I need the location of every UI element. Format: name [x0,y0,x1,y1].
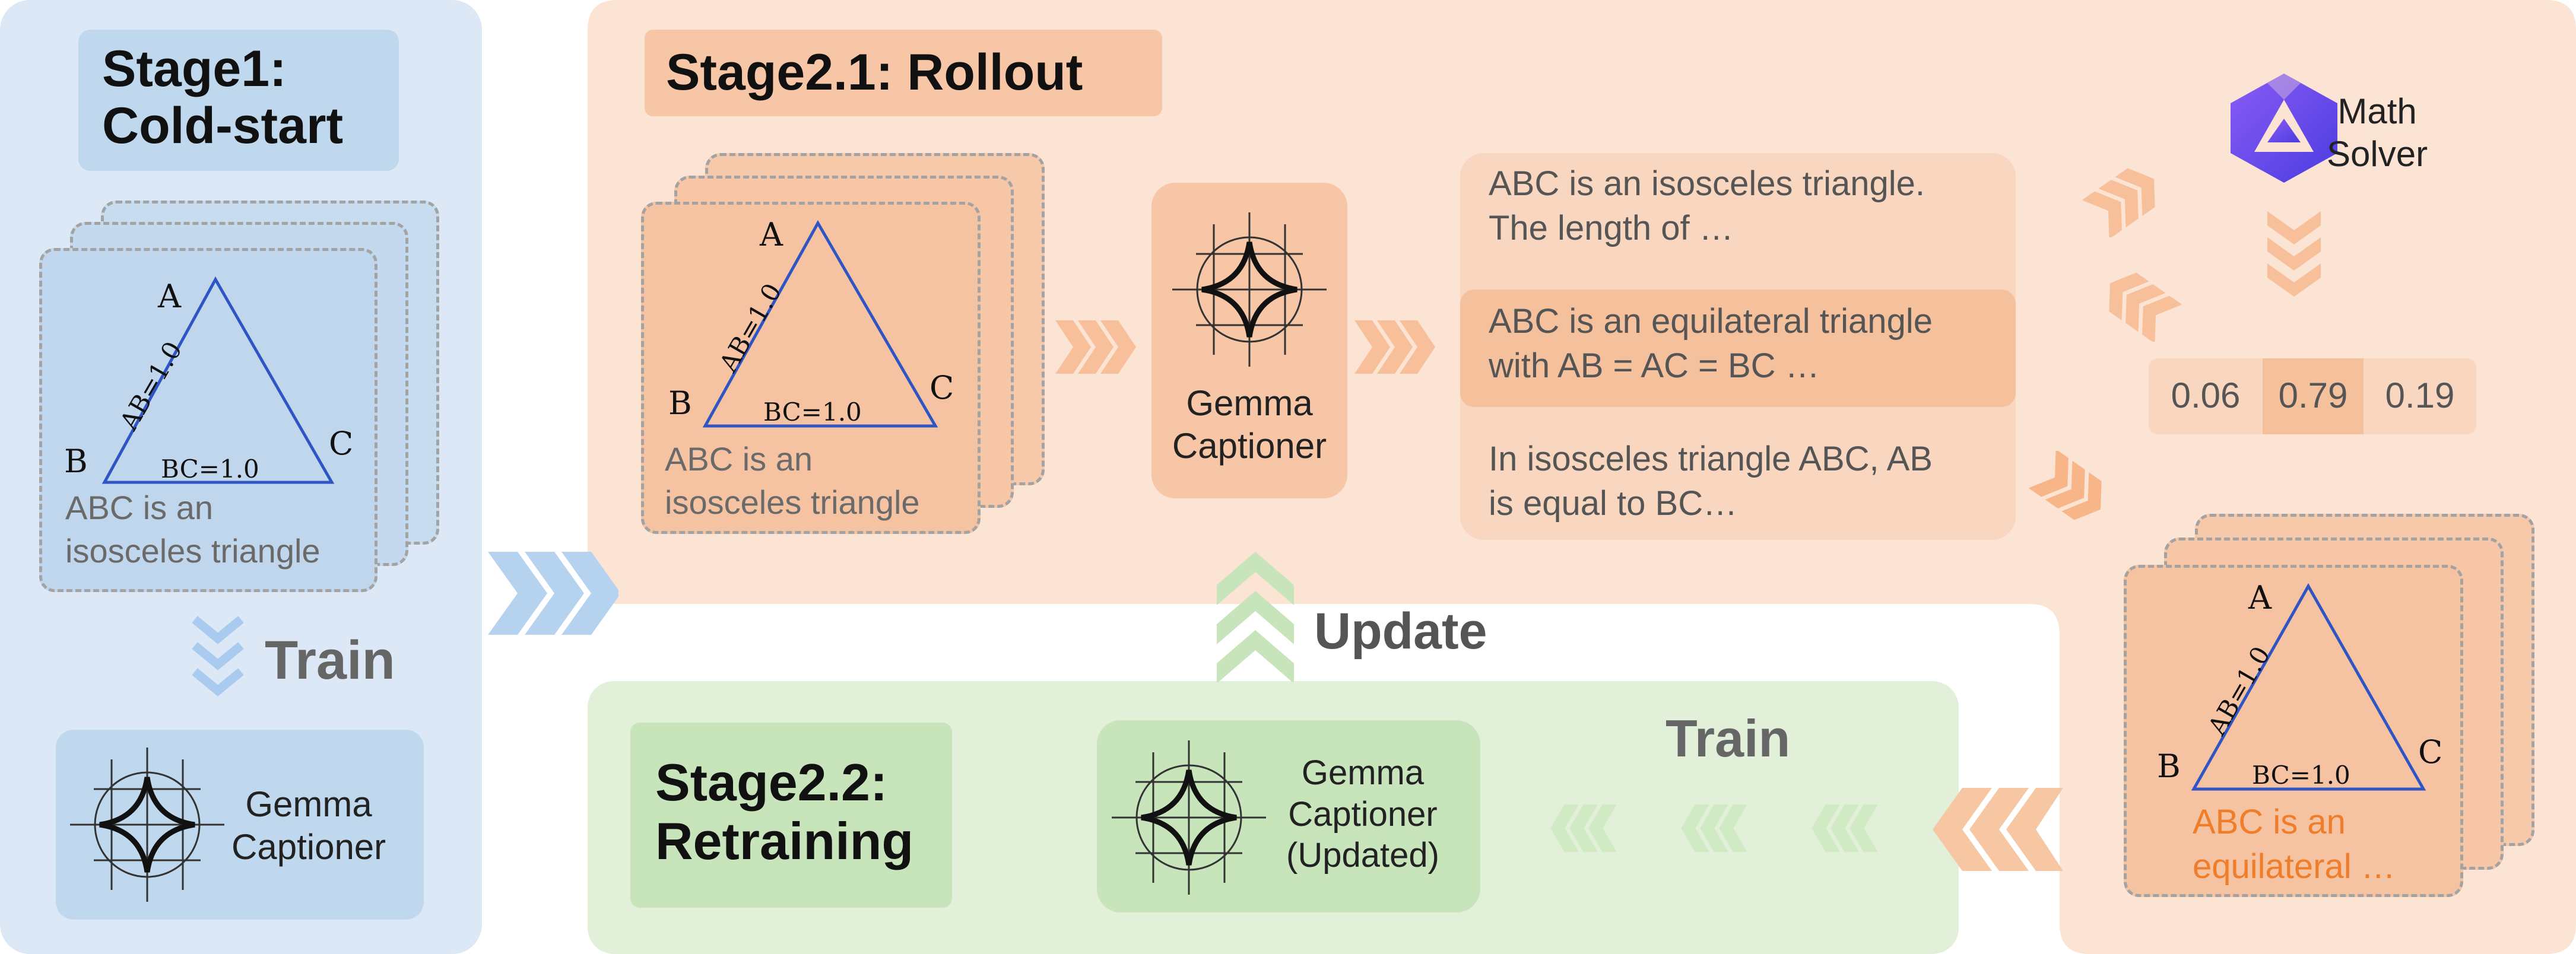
side-bc-label: BC=1.0 [2252,761,2350,790]
stage1-model-label: Gemma Captioner [231,784,386,867]
stage21-title: Stage2.1: Rollout [666,44,1083,101]
selected-to-retrain-chevrons [1933,788,2063,871]
vertex-c-label: C [929,369,954,406]
vertex-b-label: B [64,443,88,480]
stage21-caption: ABC is an isosceles triangle [665,440,920,521]
stage21-model-label: Gemma Captioner [1172,383,1327,466]
side-ab-label: AB=1.0 [114,336,188,435]
stage1-train-label: Train [265,630,395,691]
side-bc-label: BC=1.0 [763,398,862,427]
stage21-triangle-figure: A B C AB=1.0 BC=1.0 [668,216,954,428]
gemma-logo-icon [1112,740,1266,895]
gemma-logo-icon [70,748,224,902]
vertex-c-label: C [329,425,353,462]
selected-card-front [2124,565,2463,897]
score-highlight [2263,358,2364,434]
stage22-model-box [1097,720,1480,912]
side-ab-label: AB=1.0 [2202,641,2276,740]
solver-to-scores-chevrons [2267,211,2321,297]
scores-to-rollouts-chevrons [2109,272,2182,342]
triangle-shape [702,220,938,428]
vertex-a-label: A [2248,579,2272,616]
stage22-title: Stage2.2: Retraining [655,753,914,870]
stage1-title-box [78,30,399,171]
selected-triangle-figure: A B C AB=1.0 BC=1.0 [2157,579,2442,791]
stage1-down-chevrons [192,616,244,697]
qwen-logo-icon [2231,74,2337,183]
side-ab-label: AB=1.0 [713,278,788,377]
score-2: 0.79 [2278,376,2348,415]
stage21-title-box [645,30,1162,116]
vertex-a-label: A [759,216,783,253]
side-bc-label: BC=1.0 [161,454,259,484]
card-to-captioner-chevrons [1055,320,1136,374]
rollout-caption-2: ABC is an equilateral triangle with AB =… [1489,302,1933,386]
triangle-shape [101,276,335,484]
rollout-caption-3: In isosceles triangle ABC, AB is equal t… [1489,440,1933,523]
stage1-title: Stage1: Cold-start [102,40,344,155]
stage22-model-label: Gemma Captioner (Updated) [1286,753,1439,875]
stage1-card-front [39,248,377,592]
captioner-to-rollouts-chevrons [1354,320,1435,374]
selected-caption: ABC is an equilateral … [2193,803,2396,886]
math-solver-label: Math Solver [2327,91,2428,174]
rollout-caption-1: ABC is an isosceles triangle. The length… [1489,164,1925,248]
vertex-a-label: A [157,278,182,315]
stage1-to-stage2-chevrons [488,552,618,635]
update-up-chevrons [1217,552,1294,682]
score-1: 0.06 [2171,376,2241,415]
stage21-card-front [641,202,981,534]
rollouts-to-selected-chevrons [2029,451,2102,520]
rollout-highlight [1460,290,2016,407]
update-label: Update [1314,603,1487,660]
gemma-logo-icon [1172,212,1327,367]
train-left-chevrons [1550,804,1878,852]
triangle-shape [2191,583,2426,791]
rollouts-to-solver-chevrons [2082,168,2155,237]
vertex-b-label: B [2157,748,2181,785]
stage1-triangle-figure: A B C AB=1.0 BC=1.0 [64,276,353,484]
vertex-c-label: C [2418,733,2442,771]
stage22-train-label: Train [1665,709,1791,768]
score-3: 0.19 [2385,376,2455,415]
vertex-b-label: B [668,384,692,422]
stage1-caption: ABC is an isosceles triangle [65,489,321,570]
stage22-title-box [630,723,952,908]
